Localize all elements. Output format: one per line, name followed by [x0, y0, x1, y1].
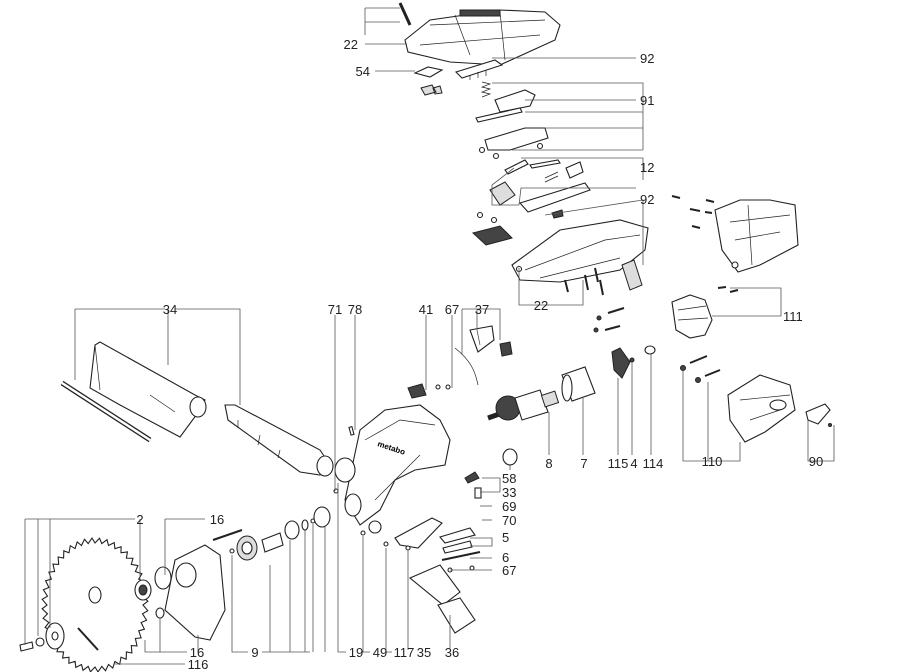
callout-117: 117: [394, 645, 415, 660]
bracket-part: [454, 325, 513, 386]
callout-9: 9: [251, 645, 258, 660]
callout-67-bottom: 67: [502, 563, 516, 578]
saw-blade-arbor-hole: [88, 586, 102, 604]
callout-92-top: 92: [640, 51, 654, 66]
clip-part: [420, 84, 443, 96]
callout-41: 41: [419, 302, 433, 317]
terminal-block-part: [621, 259, 643, 291]
callout-36: 36: [445, 645, 459, 660]
callout-22-top: 22: [344, 37, 358, 52]
callout-16-bottom: 16: [190, 645, 204, 660]
callout-16-top: 16: [210, 512, 224, 527]
callout-8: 8: [545, 456, 552, 471]
callout-111: 111: [783, 309, 803, 324]
end-cap-part: [727, 374, 796, 443]
callout-33: 33: [502, 485, 516, 500]
lower-guard-part: [155, 544, 226, 641]
callout-69: 69: [502, 499, 516, 514]
callout-12: 12: [640, 160, 654, 175]
pcb-part: [471, 211, 513, 246]
motor-housing-part: [714, 199, 799, 273]
callout-92-mid: 92: [640, 192, 654, 207]
inner-flange-part: [134, 566, 172, 601]
latch-part: [475, 89, 536, 123]
callout-115: 115: [608, 456, 629, 471]
spring-lower-part: [212, 529, 243, 541]
base-housing-part: [511, 219, 649, 283]
spring-part: [480, 81, 492, 98]
callout-35: 35: [417, 645, 431, 660]
saw-blade-part: [41, 537, 149, 672]
chute-part: [224, 404, 334, 477]
callout-71: 71: [328, 302, 342, 317]
handle-parts: [360, 517, 443, 551]
saw-blade-teeth: [41, 537, 149, 672]
callout-54: 54: [356, 64, 370, 79]
leader-lines: [24, 7, 835, 665]
contact-plate-part: [454, 59, 504, 80]
cover-plate-part: [805, 403, 832, 427]
rod-part: [60, 380, 152, 443]
screw-part: [398, 2, 415, 26]
callout-37: 37: [475, 302, 489, 317]
callout-70: 70: [502, 513, 516, 528]
callout-67-top: 67: [445, 302, 459, 317]
spindle-parts: [229, 506, 331, 561]
armature-part: [487, 389, 560, 421]
callout-5: 5: [502, 530, 509, 545]
label-part: [407, 383, 427, 399]
housing-screws-part: [671, 195, 739, 293]
bearing-part: [644, 345, 656, 355]
fan-shroud-part: [671, 294, 713, 339]
callout-labels: 22 92 54 91 12 92 22 111 34 71 78 41 67 …: [136, 37, 823, 672]
dust-bag-part: [89, 341, 207, 438]
callout-19: 19: [349, 645, 363, 660]
motor-screws-part: [593, 307, 625, 333]
upper-guard-part: [334, 404, 451, 526]
callout-114: 114: [643, 456, 664, 471]
flange-part: [19, 622, 65, 652]
callout-116: 116: [188, 657, 209, 672]
latch-lower-part: [478, 127, 549, 160]
label-plate-part: [413, 66, 444, 78]
nozzle-parts: [408, 564, 476, 634]
callout-90: 90: [809, 454, 823, 469]
end-cap-screws-part: [680, 355, 721, 383]
callout-22-mid: 22: [534, 298, 548, 313]
callout-110: 110: [702, 454, 723, 469]
callout-6: 6: [502, 550, 509, 565]
callout-58: 58: [502, 471, 516, 486]
callout-2: 2: [136, 512, 143, 527]
right-small-parts: [439, 448, 518, 573]
stator-part: [561, 366, 596, 402]
saw-blade-label: [77, 627, 99, 651]
callout-91: 91: [640, 93, 654, 108]
top-cover-part: [404, 9, 561, 66]
callout-34: 34: [163, 302, 177, 317]
brush-holder-part: [611, 347, 635, 379]
switch-parts: [489, 159, 591, 219]
callout-4: 4: [630, 456, 637, 471]
screws-base-part: [564, 267, 604, 296]
callout-7: 7: [580, 456, 587, 471]
callout-78: 78: [348, 302, 362, 317]
callout-49: 49: [373, 645, 387, 660]
